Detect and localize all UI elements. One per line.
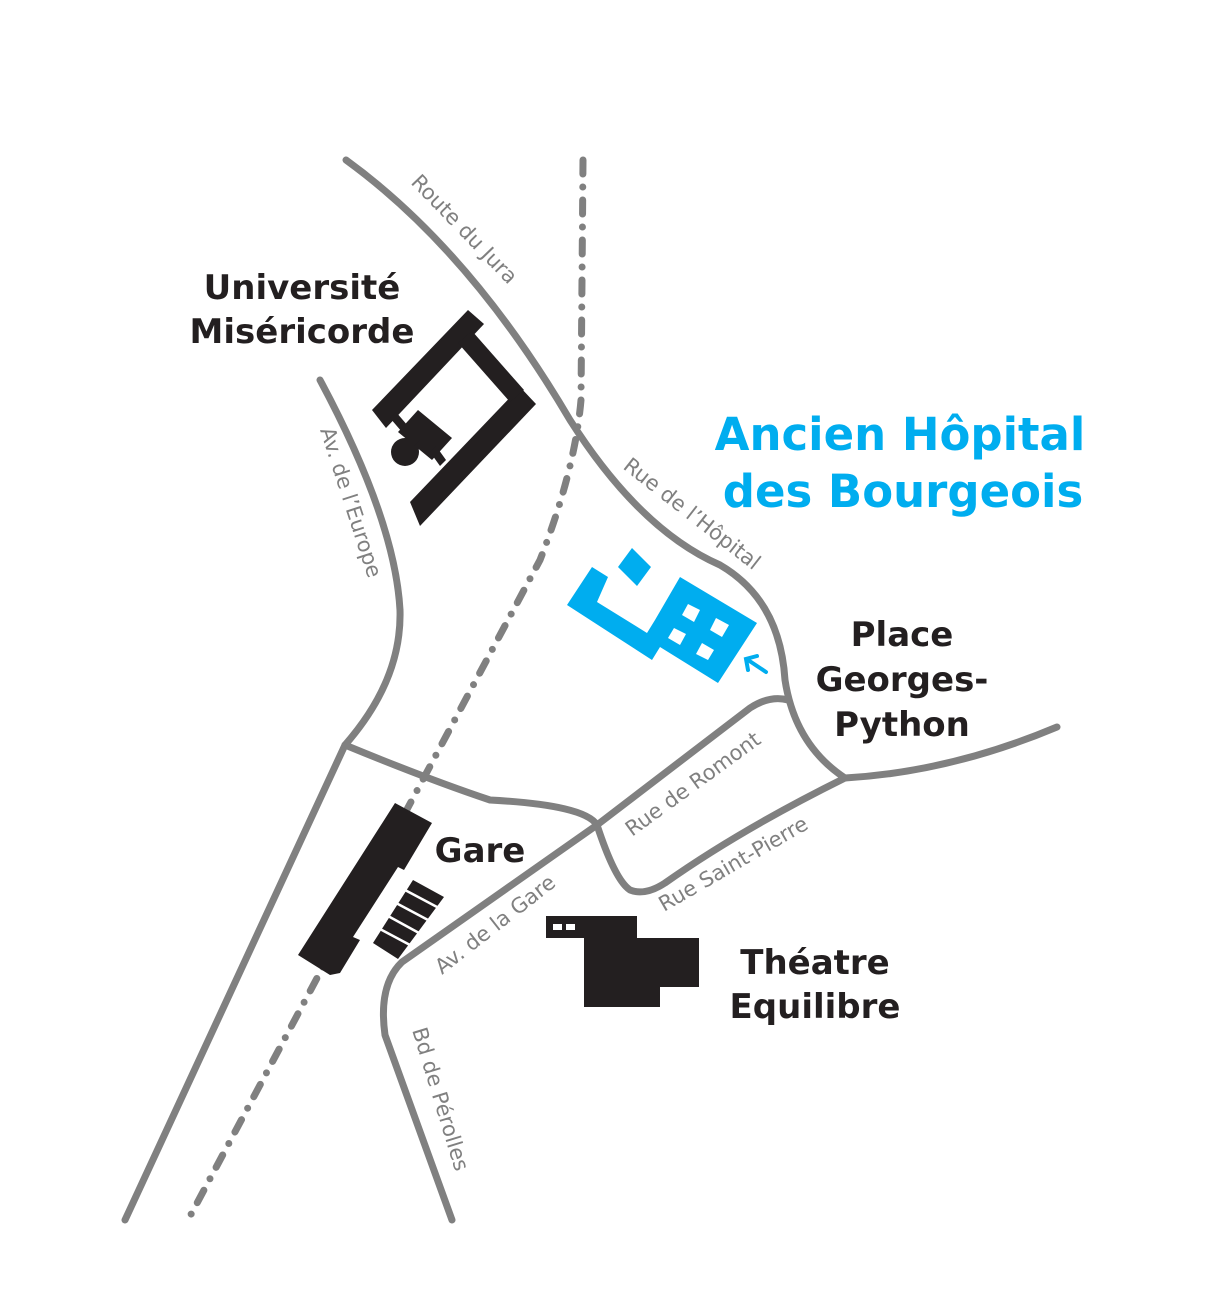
street-label-bd-perolles: Bd de Pérolles — [407, 1024, 473, 1173]
road-cross — [341, 741, 849, 896]
universite-building — [372, 310, 536, 526]
label-theatre-1: Théatre — [740, 943, 889, 983]
gare-building — [298, 803, 444, 975]
label-universite-2: Miséricorde — [190, 312, 415, 352]
label-hopital-1: Ancien Hôpital — [715, 408, 1086, 461]
railway-line — [184, 156, 587, 1224]
label-gare: Gare — [435, 831, 526, 871]
road-east — [841, 723, 1061, 782]
label-place-2: Georges- — [816, 660, 989, 700]
road-av-gare — [379, 695, 792, 1224]
hopital-building — [567, 548, 768, 683]
street-label-rue-romont: Rue de Romont — [621, 727, 765, 841]
label-hopital-2: des Bourgeois — [723, 465, 1083, 518]
label-universite-1: Université — [204, 268, 401, 308]
label-theatre-2: Equilibre — [730, 987, 901, 1027]
street-label-rue-saint-pierre: Rue Saint-Pierre — [655, 812, 813, 917]
theatre-building — [546, 916, 699, 1007]
label-place-1: Place — [851, 615, 954, 655]
label-place-3: Python — [834, 705, 970, 745]
road-av-europe — [121, 376, 404, 1224]
entrance-arrow-icon — [743, 654, 768, 674]
